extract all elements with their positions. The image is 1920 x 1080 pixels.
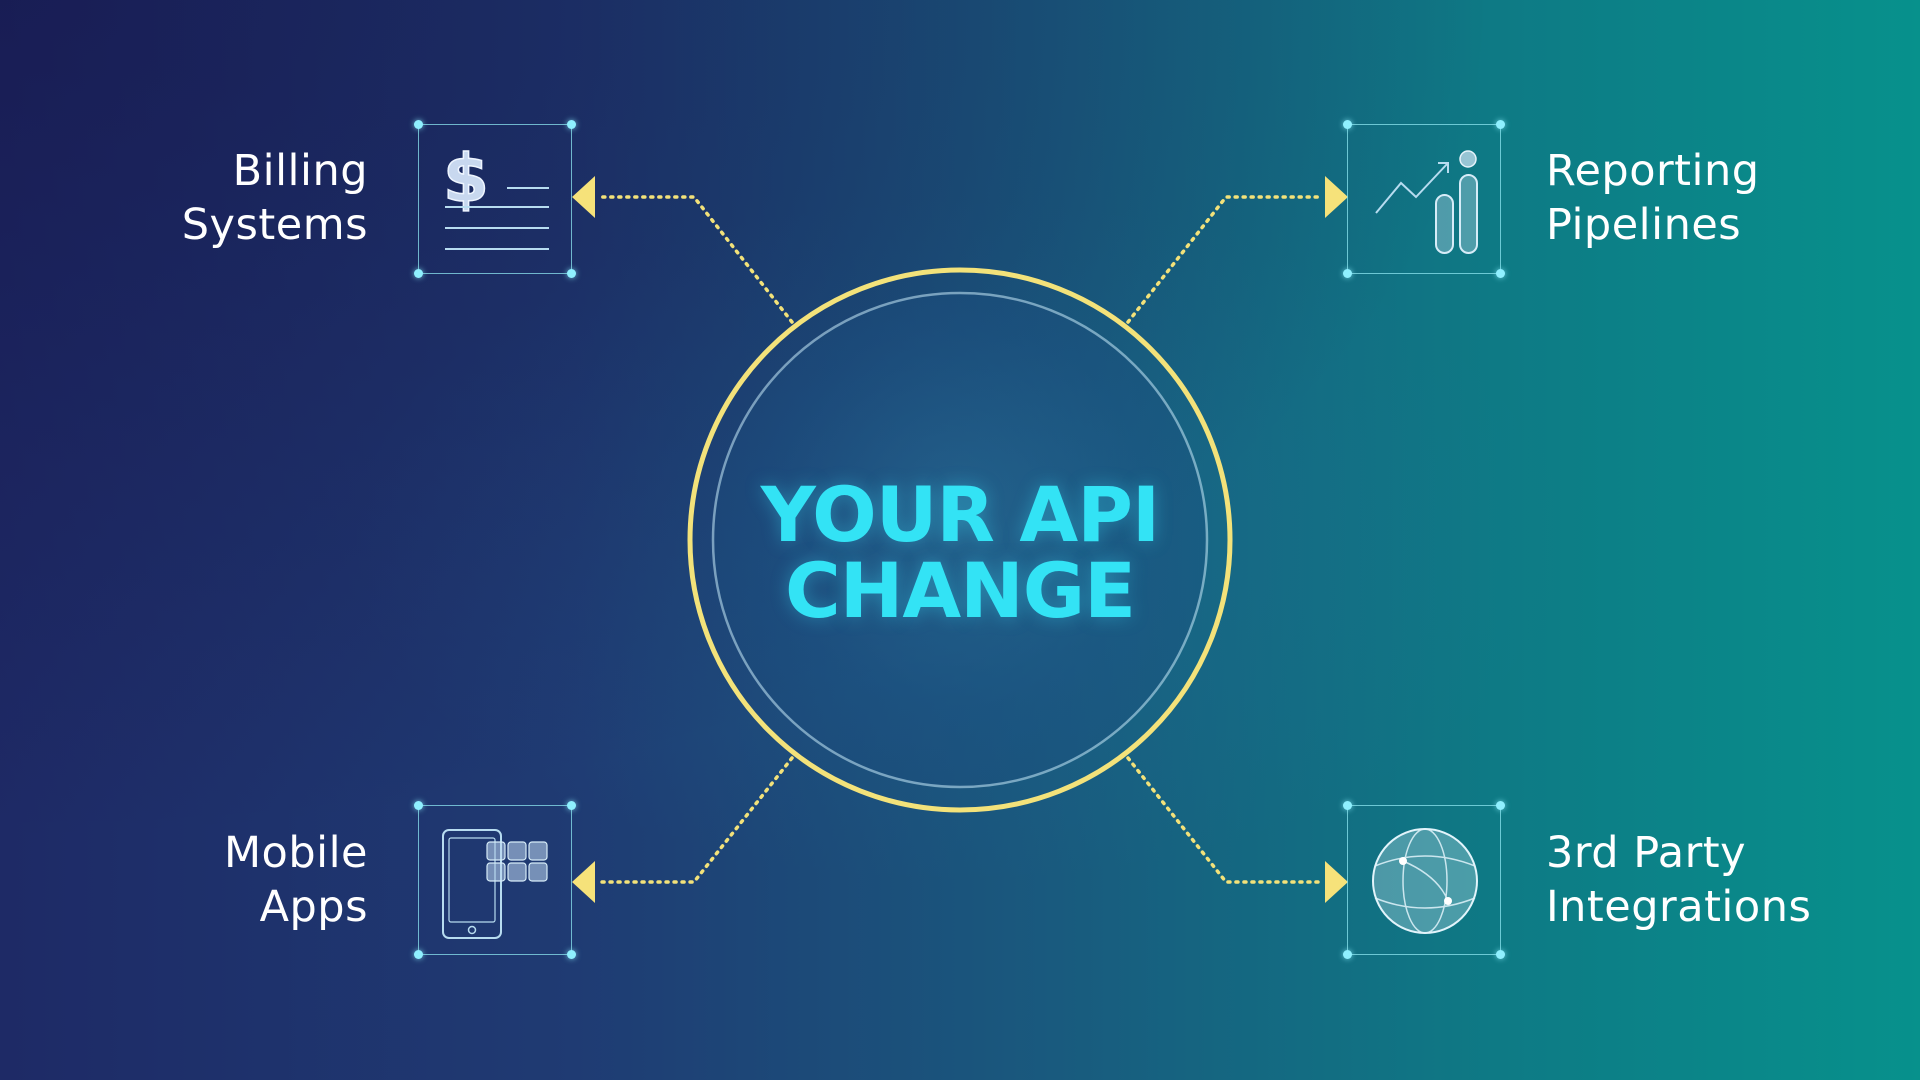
corner-dot [1496, 120, 1505, 129]
connector-mobile [596, 756, 794, 884]
corner-dot [1343, 269, 1352, 278]
mobile-box [414, 801, 576, 959]
arrow-billing [572, 176, 595, 218]
corner-dot [414, 120, 423, 129]
center-title-line2: CHANGE [784, 546, 1136, 635]
label-reporting: Reporting Pipelines [1546, 144, 1846, 252]
svg-text:$: $ [443, 140, 489, 217]
corner-dot [414, 801, 423, 810]
billing-document-icon: $ [442, 139, 549, 250]
center-title-line1: YOUR API [760, 470, 1160, 559]
label-reporting-line2: Pipelines [1546, 200, 1742, 250]
label-mobile: Mobile Apps [150, 826, 368, 934]
corner-dot [414, 269, 423, 278]
corner-dot [1343, 801, 1352, 810]
corner-dot [1496, 801, 1505, 810]
arrow-reporting [1325, 176, 1348, 218]
corner-dot [567, 801, 576, 810]
chart-growth-icon [1375, 150, 1478, 254]
label-billing: Billing Systems [150, 144, 368, 252]
label-integrations: 3rd Party Integrations [1546, 826, 1886, 934]
corner-dot [1343, 950, 1352, 959]
connector-billing [596, 195, 794, 324]
corner-dot [1343, 120, 1352, 129]
corner-dot [414, 950, 423, 959]
arrow-heads [572, 176, 1348, 903]
label-reporting-line1: Reporting [1546, 146, 1760, 196]
corner-dot [567, 269, 576, 278]
arrow-integrations [1325, 861, 1348, 903]
label-mobile-line1: Mobile [223, 828, 368, 878]
label-billing-line1: Billing [232, 146, 368, 196]
connector-integrations [1126, 756, 1320, 884]
corner-dot [1496, 950, 1505, 959]
center-disc [711, 291, 1209, 789]
connector-lines [596, 195, 1320, 884]
globe-network-icon [1372, 828, 1478, 934]
corner-dot [567, 950, 576, 959]
corner-dot [567, 120, 576, 129]
arrow-mobile [572, 861, 595, 903]
reporting-box [1343, 120, 1505, 278]
corner-dot [1496, 269, 1505, 278]
center-ring [687, 267, 1233, 813]
billing-box: $ [414, 120, 576, 278]
label-billing-line2: Systems [181, 200, 368, 250]
label-mobile-line2: Apps [259, 882, 368, 932]
mobile-phone-apps-icon [442, 829, 548, 939]
label-integrations-line2: Integrations [1546, 882, 1812, 932]
integrations-box [1343, 801, 1505, 959]
connector-reporting [1126, 195, 1320, 324]
label-integrations-line1: 3rd Party [1546, 828, 1747, 878]
